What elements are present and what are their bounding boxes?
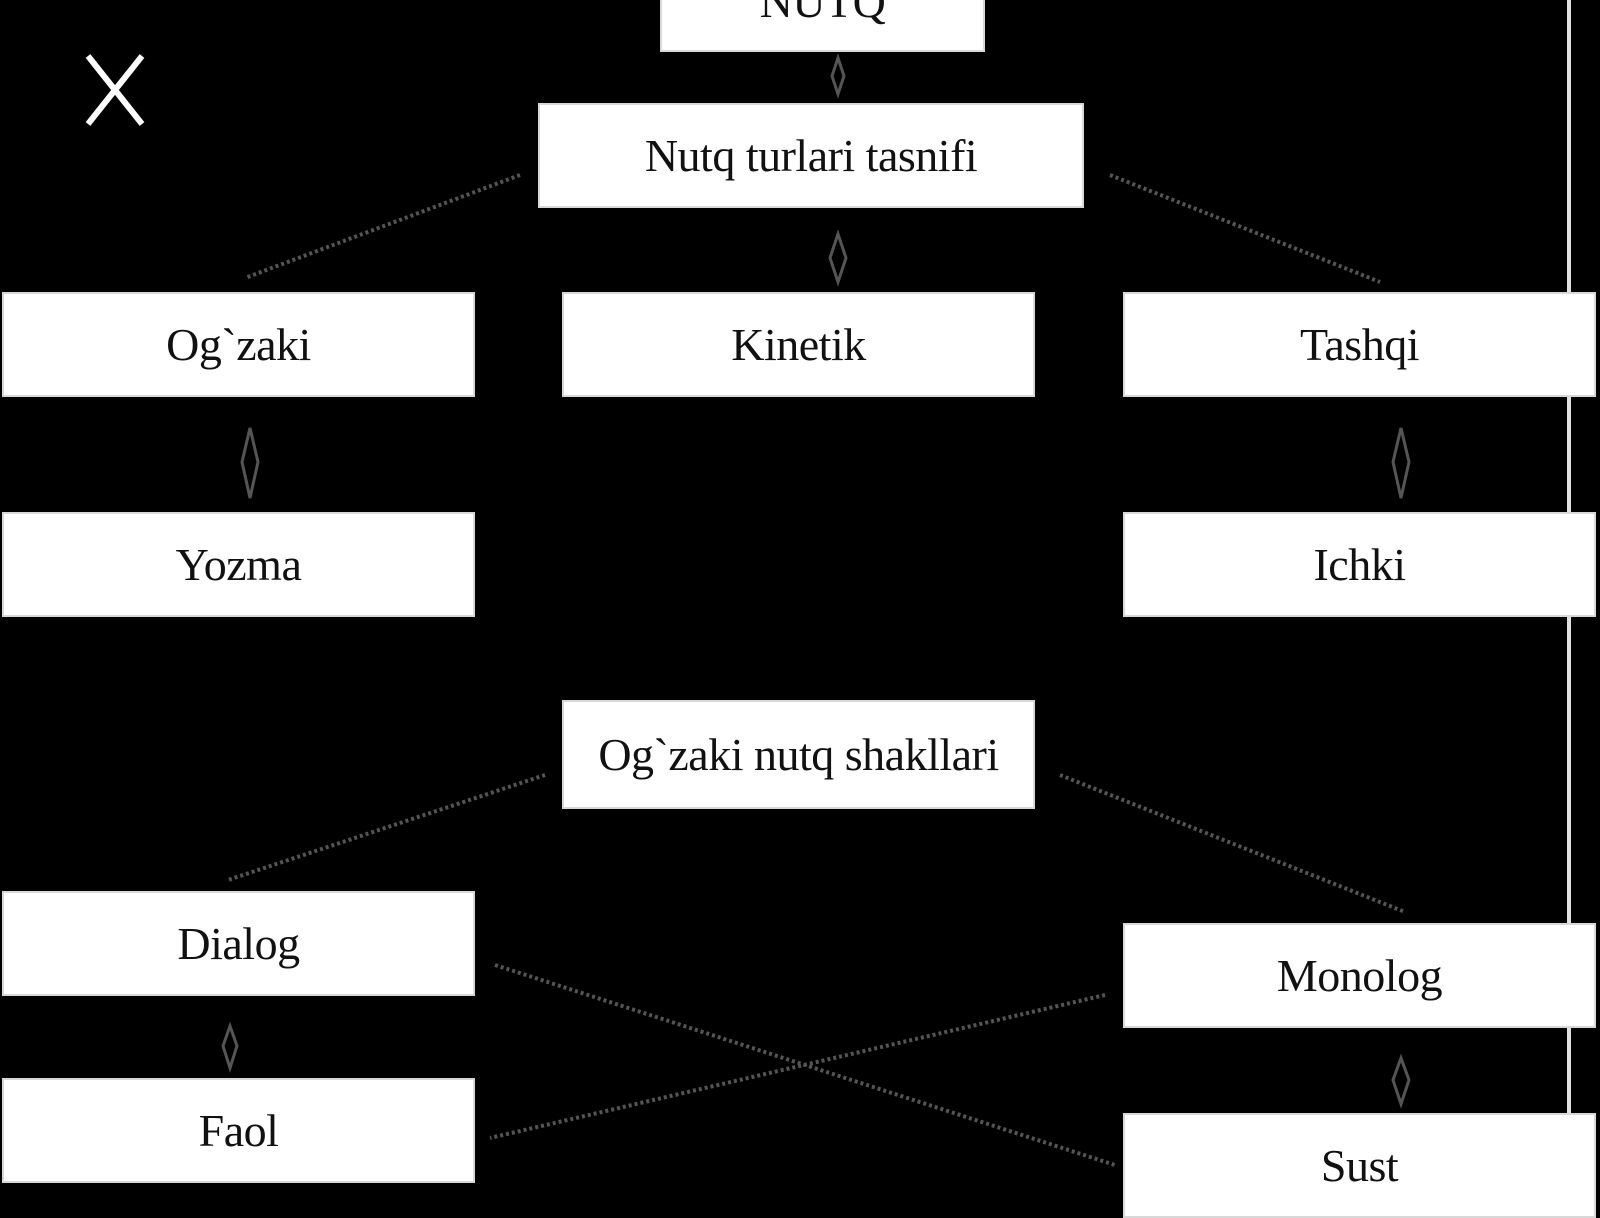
node-yozma: Yozma <box>2 512 475 617</box>
connector-monolog-faol <box>489 993 1106 1140</box>
connector-shakllari-dialog <box>227 773 546 882</box>
node-ogzaki: Og`zaki <box>2 292 475 397</box>
double-arrow-ogzaki-yozma <box>240 427 260 499</box>
close-icon[interactable] <box>80 50 150 130</box>
node-ichki: Ichki <box>1123 512 1596 617</box>
node-monolog: Monolog <box>1123 923 1596 1028</box>
double-arrow-tasnif-kinetik <box>828 229 848 287</box>
double-arrow-monolog-sust <box>1391 1053 1411 1109</box>
node-sust: Sust <box>1123 1113 1596 1218</box>
close-icon-glyph <box>85 54 145 126</box>
double-arrow-tashqi-ichki <box>1391 427 1411 499</box>
node-shakllari: Og`zaki nutq shakllari <box>562 700 1035 809</box>
node-tasnif: Nutq turlari tasnifi <box>538 103 1084 208</box>
connector-tasnif-tashqi <box>1109 173 1381 284</box>
node-dialog: Dialog <box>2 891 475 996</box>
double-arrow-dialog-faol <box>221 1021 239 1073</box>
node-faol: Faol <box>2 1078 475 1183</box>
node-kinetik: Kinetik <box>562 292 1035 397</box>
connector-tasnif-ogzaki <box>244 173 521 280</box>
node-nutq: NUTQ <box>660 0 985 52</box>
connector-shakllari-monolog <box>1059 773 1406 914</box>
double-arrow-nutq-tasnif <box>830 53 846 99</box>
node-tashqi: Tashqi <box>1123 292 1596 397</box>
